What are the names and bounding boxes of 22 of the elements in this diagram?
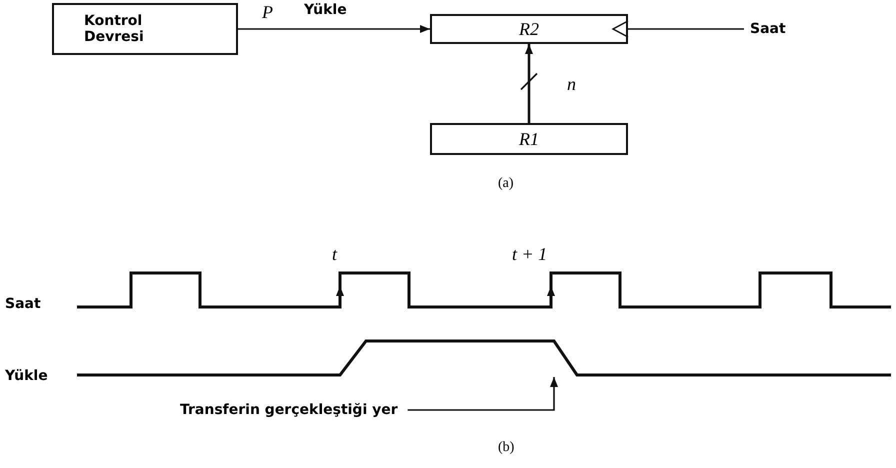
- time-label: t + 1: [512, 246, 548, 262]
- register-box: [430, 123, 628, 155]
- edge-label: Yükle: [304, 2, 347, 18]
- signal-name: Yükle: [5, 368, 48, 384]
- signal-name: P: [262, 4, 273, 20]
- register-name: R2: [519, 21, 539, 37]
- arrow: [408, 377, 558, 411]
- signal-name: Saat: [5, 296, 41, 312]
- signal-name: Saat: [750, 21, 786, 37]
- register-name: R1: [519, 131, 539, 147]
- control-circuit-box: [52, 3, 238, 55]
- arrow: [238, 25, 430, 33]
- load-waveform: [77, 340, 891, 376]
- note-text: Transferin gerçekleştiği yer: [180, 402, 398, 418]
- figure-label: (b): [498, 440, 514, 456]
- figure-label: (a): [498, 176, 514, 192]
- time-label: t: [332, 246, 338, 262]
- arrow: [525, 44, 533, 123]
- edge-label: n: [567, 76, 576, 92]
- box-label: Kontrol Devresi: [83, 13, 145, 45]
- arrow: [612, 20, 744, 38]
- register-box: [430, 14, 628, 44]
